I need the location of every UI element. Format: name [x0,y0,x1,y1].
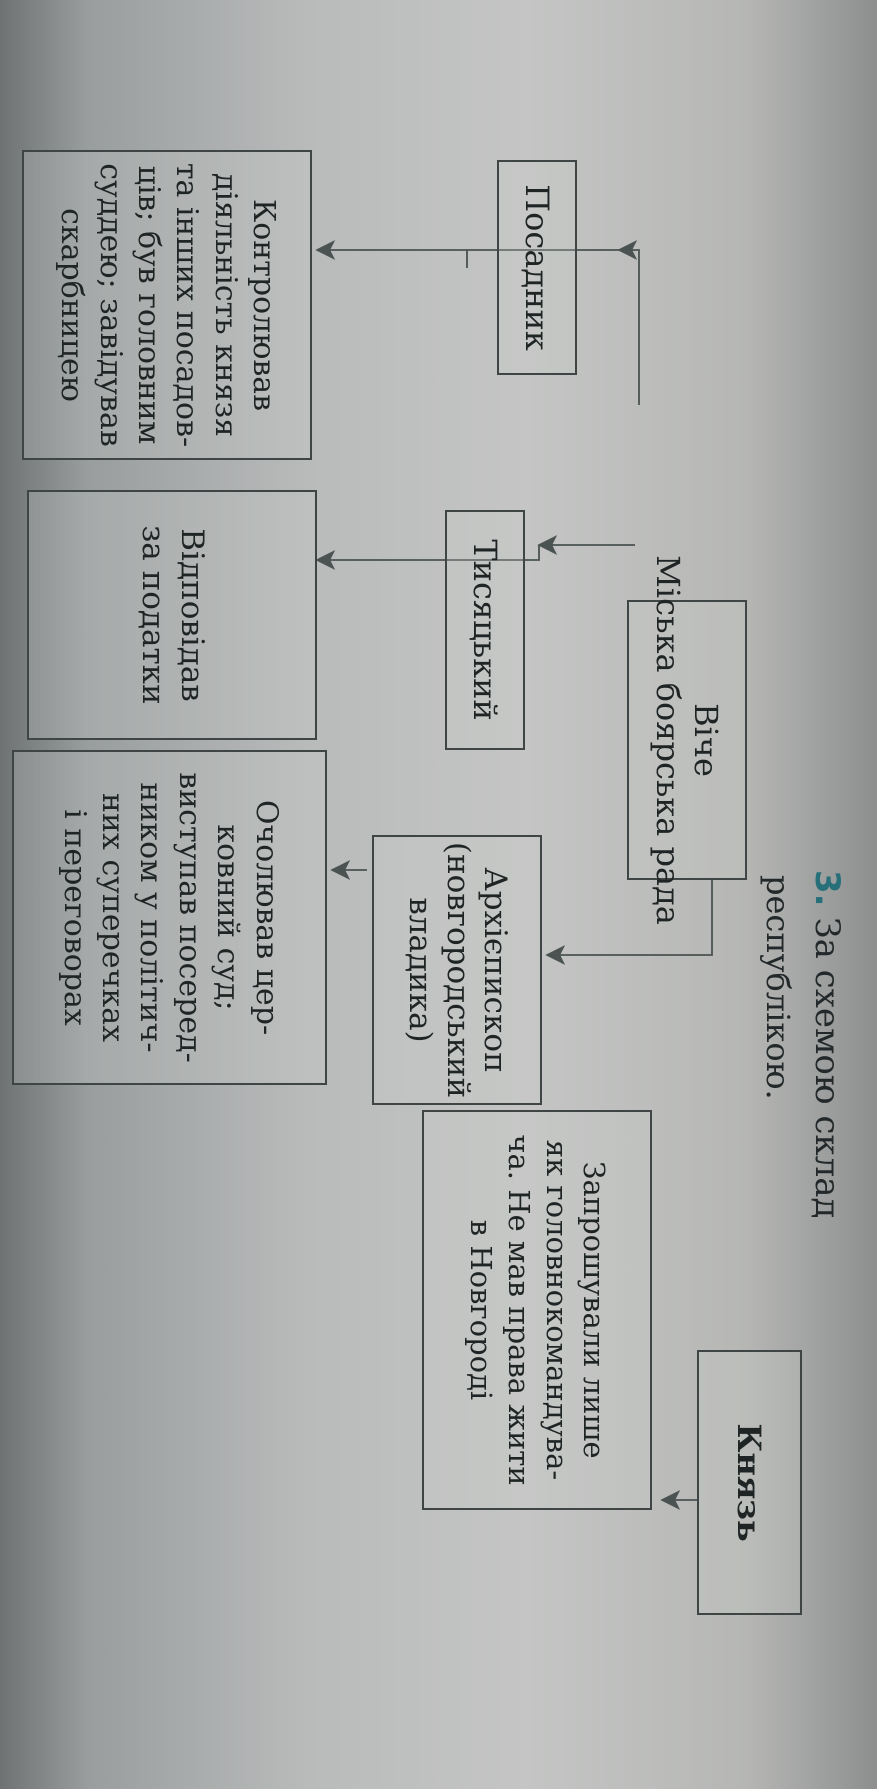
posadnyk-desc-line-4: ців; був головним [131,165,166,445]
posadnyk-title: Посадник [518,184,556,351]
task-line-2: республікою. [759,875,797,1100]
arrow-tysiatskyi-to-description [315,545,540,570]
task-heading: За схемою склад [807,917,847,1219]
kniaz-description-box: Запрошували лише як головнокомандува- ча… [422,1110,652,1510]
tysiatskyi-desc-line-2: за податки [135,525,171,705]
tysiatskyi-title: Тисяцький [466,539,504,721]
task-line-1: 3. За схемою склад [807,870,847,1218]
arkhiiepyskop-description-box: Очолював цер- ковний суд; виступав посер… [12,750,327,1085]
arkhiiepyskop-line-1: Архієпископ [476,867,513,1073]
arkhiiepyskop-desc-line-2: ковний суд; [210,824,246,1011]
arkhiiepyskop-box: Архієпископ (новгородський владика) [372,835,542,1105]
task-number: 3. [807,870,847,907]
kniaz-desc-line-4: в Новгороді [464,1219,499,1401]
arkhiiepyskop-desc-line-5: них суперечках [95,793,131,1042]
posadnyk-description-box: Контролював діяльність князя та інших по… [22,150,312,460]
posadnyk-box: Посадник [497,160,577,375]
arkhiiepyskop-desc-line-4: ником у політич- [133,782,169,1053]
kniaz-desc-line-2: як головнокомандува- [539,1139,574,1481]
arrow-viche-to-arkhiiepyskop [545,880,713,965]
kniaz-desc-line-3: ча. Не мав права жити [502,1134,536,1486]
posadnyk-desc-line-1: Контролював [246,199,282,411]
posadnyk-desc-line-6: скарбницею [54,208,90,402]
arrow-viche-to-posadnyk [617,240,640,405]
posadnyk-desc-line-3: та інших посадов- [169,162,205,448]
arkhiiepyskop-desc-line-3: виступав посеред- [171,772,207,1063]
arkhiiepyskop-desc-line-6: і переговорах [56,809,92,1026]
kniaz-box: Князь [697,1350,802,1615]
tysiatskyi-box: Тисяцький [445,510,525,750]
posadnyk-desc-line-5: суддею; завідував [92,163,128,447]
kniaz-title: Князь [730,1423,769,1542]
arkhiiepyskop-line-2: (новгородський [439,841,476,1099]
viche-subtitle: Міська боярська рада [649,555,687,925]
tysiatskyi-description-box: Відповідав за податки [27,490,317,740]
viche-title: Віче [687,703,725,777]
kniaz-desc-line-1: Запрошували лише [577,1161,612,1459]
arkhiiepyskop-line-3: владика) [402,897,439,1043]
posadnyk-desc-line-2: діяльність князя [207,172,243,438]
arkhiiepyskop-desc-line-1: Очолював цер- [248,799,284,1036]
viche-box: Віче Міська боярська рада [627,555,747,925]
tysiatskyi-desc-line-1: Відповідав [173,528,210,702]
